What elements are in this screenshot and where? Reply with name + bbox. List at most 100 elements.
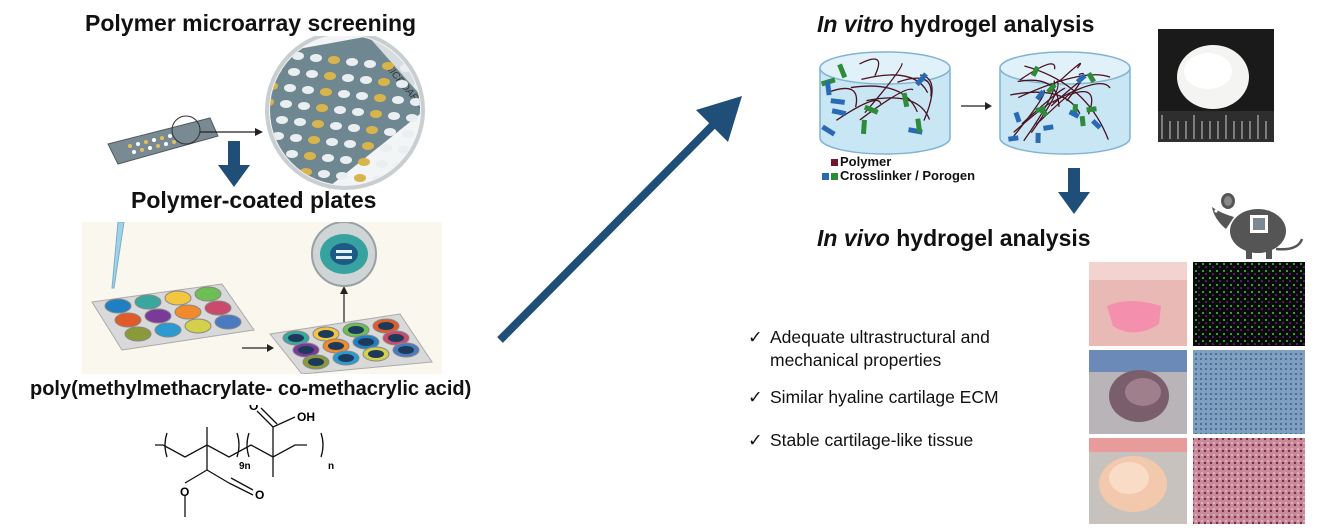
plate-well — [184, 318, 212, 334]
crosslinker-particle — [1035, 89, 1046, 101]
microarray-spot — [284, 84, 296, 92]
microarray-spot — [366, 126, 378, 134]
microarray-spot — [280, 100, 292, 108]
microarray-spot — [402, 130, 414, 138]
microarray-spot — [312, 120, 324, 128]
check-icon: ✓ — [748, 430, 763, 450]
network-legend: Polymer Crosslinker / Porogen — [822, 155, 975, 183]
microarray-spot — [410, 98, 420, 106]
polymer-name-label: poly(methylmethacrylate- co-methacrylic … — [30, 378, 472, 400]
microarray-screening-title: Polymer microarray screening — [85, 10, 417, 36]
microarray-spot — [392, 96, 404, 104]
legend-crosslinker: Crosslinker / Porogen — [822, 169, 975, 183]
hydrogel-cylinder-2 — [999, 51, 1131, 155]
crosslinker-particle — [1075, 73, 1087, 84]
microarray-spot — [290, 134, 302, 142]
polymer-coated-plates-title: Polymer-coated plates — [131, 187, 377, 213]
microarray-spot — [354, 174, 366, 182]
plate-well — [144, 308, 172, 324]
hydrogel-network-illustration — [819, 51, 1131, 155]
pipette — [111, 222, 125, 289]
crosslinker-particle — [1013, 111, 1022, 123]
crosslinker-particle — [1008, 135, 1019, 142]
photo-implant-site — [1089, 350, 1187, 434]
microarray-spot — [308, 136, 320, 144]
crosslinker-particle — [830, 98, 846, 105]
microarray-spot — [358, 158, 370, 166]
down-arrow-2 — [1058, 168, 1090, 214]
microarray-spot — [396, 80, 408, 88]
check-icon: ✓ — [748, 327, 763, 347]
microarray-spot — [298, 102, 310, 110]
microarray-spot — [348, 124, 360, 132]
fluorescence-image — [1193, 262, 1305, 346]
plate-well — [114, 312, 142, 328]
oh-label: OH — [297, 410, 315, 424]
crosslinker-particle — [821, 124, 836, 137]
plate-well — [124, 326, 152, 342]
microarray-spot — [326, 138, 338, 146]
photo-explant — [1089, 262, 1187, 346]
microarray-spot — [336, 172, 348, 180]
microarray-spot — [318, 170, 330, 178]
microarray-spot — [390, 178, 402, 185]
microarray-spot — [334, 106, 346, 114]
zoom-circle — [171, 115, 201, 145]
down-arrow-1 — [218, 141, 250, 187]
microarray-spot — [276, 116, 288, 124]
plate-well — [154, 322, 182, 338]
crosslinker-particle — [901, 92, 910, 108]
microarray-spot — [324, 72, 336, 80]
crosslinker-particle — [1068, 109, 1080, 119]
histology-blue-stain — [1193, 350, 1305, 434]
microarray-spot — [286, 150, 298, 158]
microarray-spot — [294, 118, 306, 126]
microarray-spot — [274, 50, 286, 58]
microarray-spot — [398, 146, 410, 154]
crosslinker-particle — [1086, 71, 1096, 84]
microarray-spot — [382, 62, 394, 70]
plate-well — [104, 298, 132, 314]
checklist-item-ecm: ✓Similar hyaline cartilage ECM — [748, 387, 999, 407]
microarray-spot — [406, 114, 418, 122]
check-icon: ✓ — [748, 387, 763, 407]
microarray-spot — [370, 110, 382, 118]
microarray-spot — [376, 160, 388, 168]
checklist-item-tissue: ✓Stable cartilage-like tissue — [748, 430, 974, 450]
crosslinker-particle — [1043, 124, 1054, 131]
microarray-spot — [344, 140, 356, 148]
microarray-spot — [356, 92, 368, 100]
subscript-n: n — [328, 461, 334, 472]
microarray-spot — [270, 164, 276, 172]
microarray-spot — [306, 70, 318, 78]
crosslinker-particle — [1046, 83, 1057, 94]
legend-polymer: Polymer — [822, 155, 975, 169]
crosslinker-particle — [1086, 106, 1097, 113]
microarray-spot — [302, 86, 314, 94]
histology-he-stain — [1193, 438, 1305, 524]
crosslinker-particle — [915, 118, 923, 133]
plate-well — [194, 286, 222, 302]
crosslinker-particle — [860, 119, 867, 135]
crosslinker-particle — [1035, 132, 1041, 143]
microarray-spot — [362, 142, 374, 150]
microarray-spot — [374, 94, 386, 102]
plate-well — [164, 290, 192, 306]
microarray-spot — [388, 112, 400, 120]
in-vivo-title: In vivo hydrogel analysis — [817, 225, 1091, 251]
microarray-spot — [338, 90, 350, 98]
crosslinker-particle — [824, 80, 832, 96]
crosslinker-particle — [863, 104, 879, 115]
crosslinker-particle — [831, 108, 847, 117]
microarray-spot — [310, 54, 322, 62]
in-vitro-title: In vitro hydrogel analysis — [817, 11, 1095, 37]
microarray-spot — [320, 88, 332, 96]
microarray-spot — [352, 108, 364, 116]
well-plates-illustration — [82, 222, 442, 374]
crosslinker-particle — [914, 72, 928, 87]
microarray-spot — [288, 68, 300, 76]
microarray-spot — [380, 144, 392, 152]
microarray-spot — [378, 78, 390, 86]
microarray-spot — [328, 56, 340, 64]
